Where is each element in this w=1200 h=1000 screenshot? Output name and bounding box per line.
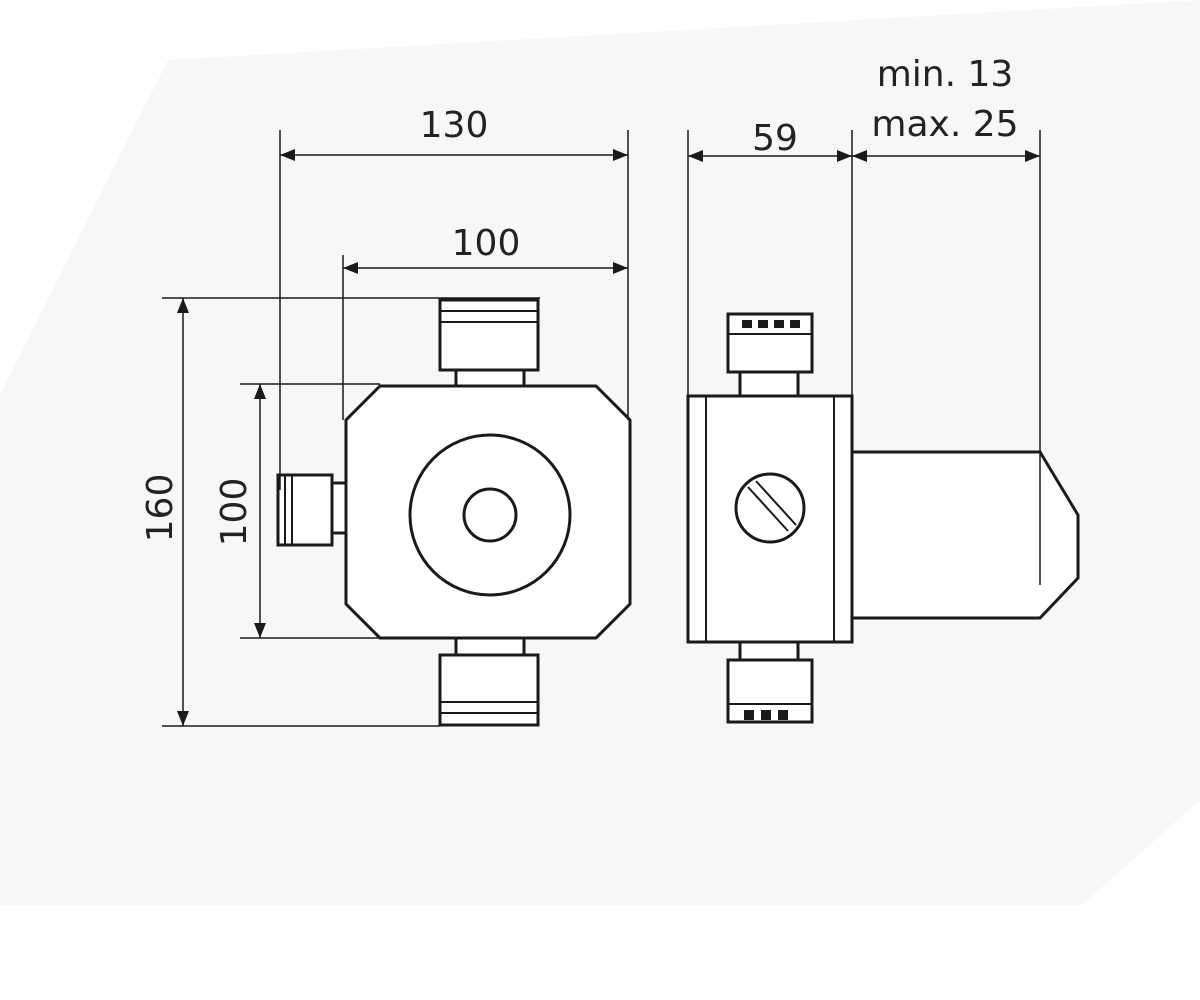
side-view [686,312,1080,724]
front-center-hole [462,487,518,543]
dim-max-25: max. 25 [871,104,1018,145]
dim-min-13: min. 13 [877,54,1014,95]
dim-130: 130 [420,105,489,146]
top-connector [438,298,540,390]
dimension-lines [162,130,1041,727]
dim-160: 160 [140,474,181,543]
bottom-connector [438,635,540,727]
side-top-connector [726,312,814,398]
dim-100-top: 100 [452,223,521,264]
dim-100-left: 100 [214,478,255,547]
side-shaft [850,450,1080,620]
left-connector [276,473,350,547]
side-bottom-connector [726,640,814,724]
screw-icon [734,472,806,544]
front-view [276,298,632,727]
dim-59: 59 [752,118,798,159]
